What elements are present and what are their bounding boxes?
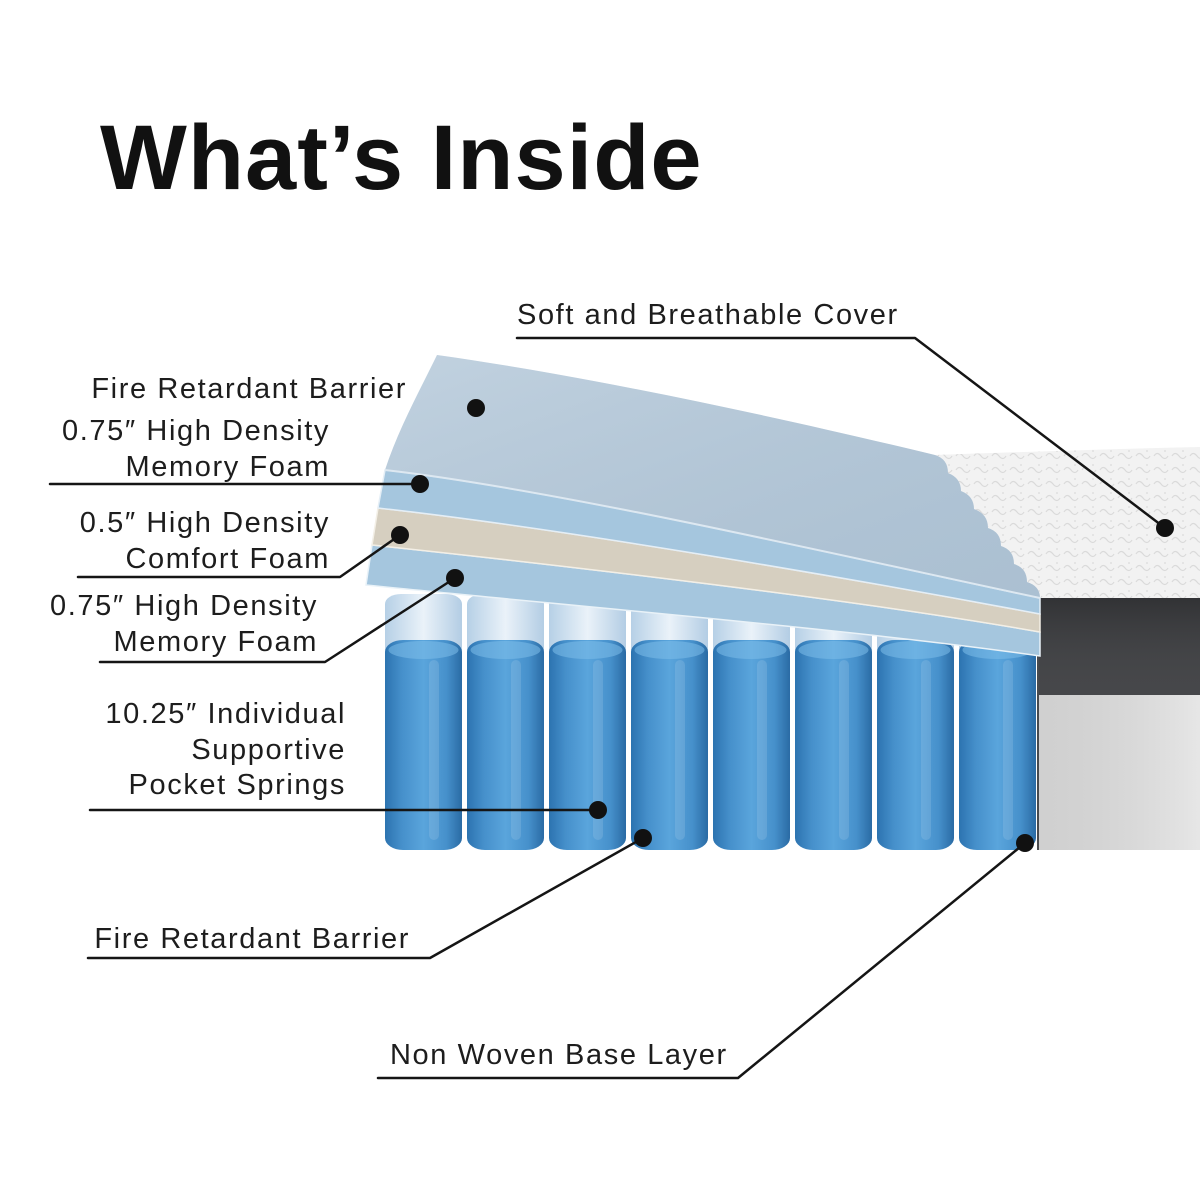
pocket-spring-top-cap — [388, 641, 459, 659]
callout-comfort-foam: 0.5″ High Density Comfort Foam — [80, 506, 330, 577]
callout-comfort-foam-line-2: Comfort Foam — [125, 542, 330, 575]
leader-lines — [48, 336, 1167, 1080]
leader-line-memory-foam-lower — [98, 576, 457, 664]
pocket-spring-body — [959, 640, 1036, 850]
callout-cover-text: Soft and Breathable Cover — [517, 299, 899, 331]
side-panel-shade — [1038, 695, 1200, 850]
pocket-spring-highlight — [921, 660, 931, 840]
pocket-spring-body — [795, 640, 872, 850]
pocket-spring-top-cap — [716, 641, 787, 659]
callout-dot-memory-foam-lower — [446, 569, 464, 587]
callout-memory-foam-lower: 0.75″ High Density Memory Foam — [50, 589, 318, 660]
callout-comfort-foam-line-1: 0.5″ High Density — [79, 507, 330, 539]
page-title: What’s Inside — [100, 107, 703, 209]
mattress-side-block — [935, 447, 1200, 850]
pocket-spring-highlight — [429, 660, 439, 840]
pocket-spring-top-cap — [470, 641, 541, 659]
pocket-spring-top-cap — [798, 641, 869, 659]
callout-pocket-springs: 10.25″ Individual Supportive Pocket Spri… — [105, 697, 346, 804]
pocket-spring-highlight — [757, 660, 767, 840]
pocket-spring — [795, 640, 872, 850]
pocket-spring — [713, 640, 790, 850]
pocket-spring-body — [877, 640, 954, 850]
pocket-spring — [877, 640, 954, 850]
callout-pocket-springs-line-1: 10.25″ Individual — [105, 698, 346, 730]
callout-cover: Soft and Breathable Cover — [517, 298, 899, 334]
pocket-spring-highlight — [839, 660, 849, 840]
callout-pocket-springs-line-3: Pocket Springs — [128, 769, 346, 801]
callout-dot-fire-barrier-bottom — [634, 829, 652, 847]
callout-fire-barrier-top: Fire Retardant Barrier — [91, 372, 407, 408]
callout-memory-foam-upper-line-1: 0.75″ High Density — [62, 415, 330, 447]
callout-dot-fire-barrier-top — [467, 399, 485, 417]
leader-line-fire-barrier-bottom — [86, 836, 645, 960]
pocket-spring-highlight — [675, 660, 685, 840]
pocket-spring-top-cap — [634, 641, 705, 659]
top-sheet-edge-highlight — [384, 469, 1041, 599]
pocket-spring-highlight — [1003, 660, 1013, 840]
peeled-layer-stack — [365, 355, 1041, 657]
quilted-cover-texture — [935, 447, 1200, 598]
pocket-spring-top-cap — [552, 641, 623, 659]
pocket-spring-body — [713, 640, 790, 850]
callout-base-layer: Non Woven Base Layer — [390, 1038, 728, 1074]
pocket-spring — [467, 640, 544, 850]
callout-dot-cover — [1156, 519, 1174, 537]
callout-fire-barrier-top-text: Fire Retardant Barrier — [91, 373, 407, 405]
pocket-spring-body — [549, 640, 626, 850]
pocket-spring — [631, 640, 708, 850]
pocket-spring-highlight — [511, 660, 521, 840]
pocket-spring-body — [385, 640, 462, 850]
callout-dot-comfort-foam — [391, 526, 409, 544]
pocket-spring-body — [467, 640, 544, 850]
leader-line-base-layer — [376, 841, 1027, 1080]
callout-memory-foam-lower-line-1: 0.75″ High Density — [50, 590, 318, 622]
callout-dot-pocket-springs — [589, 801, 607, 819]
callout-memory-foam-lower-line-2: Memory Foam — [113, 625, 318, 658]
callout-dot-base-layer — [1016, 834, 1034, 852]
callout-fire-barrier-bottom: Fire Retardant Barrier — [94, 922, 410, 958]
pocket-spring — [959, 640, 1036, 850]
callout-memory-foam-upper: 0.75″ High Density Memory Foam — [62, 414, 330, 485]
pocket-spring — [385, 640, 462, 850]
pocket-spring — [549, 640, 626, 850]
callout-fire-barrier-bottom-text: Fire Retardant Barrier — [94, 923, 410, 955]
callout-memory-foam-upper-line-2: Memory Foam — [125, 450, 330, 483]
front-spring-row — [385, 640, 1036, 850]
callout-base-layer-text: Non Woven Base Layer — [390, 1039, 728, 1071]
callout-dot-memory-foam-upper — [411, 475, 429, 493]
top-sheet-shading — [385, 355, 1040, 598]
pocket-spring-highlight — [593, 660, 603, 840]
pocket-spring-body — [631, 640, 708, 850]
leader-line-cover — [515, 336, 1167, 530]
leader-line-comfort-foam — [76, 533, 402, 579]
dark-border-band-shade — [1038, 598, 1200, 695]
callout-dots — [391, 399, 1174, 852]
pocket-spring-top-cap — [880, 641, 951, 659]
callout-pocket-springs-line-2: Supportive — [191, 733, 346, 766]
